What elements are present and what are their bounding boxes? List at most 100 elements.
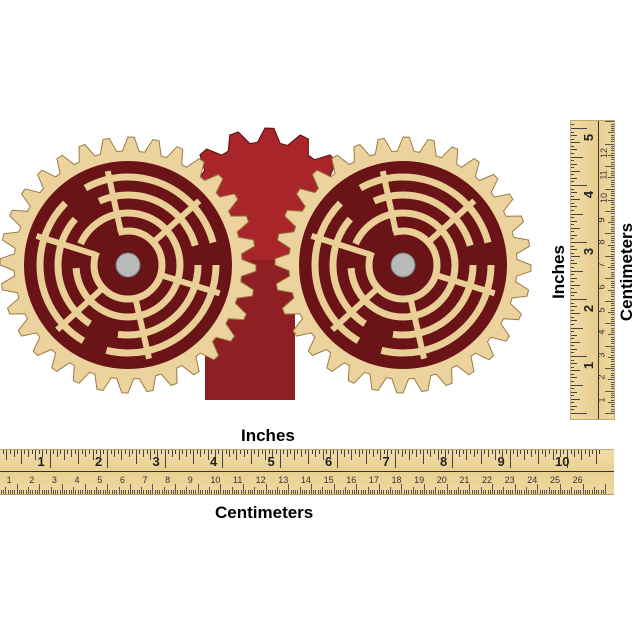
cm-tick [27,487,29,494]
inch-tick [520,450,522,454]
cm-tick [482,490,484,494]
cm-tick [23,490,25,494]
inch-tick [434,450,436,454]
inch-tick [571,177,577,179]
cm-tick [134,490,136,494]
inch-tick [150,450,152,460]
cm-tick [480,487,482,494]
cm-tick [195,490,197,494]
cm-tick [611,141,614,143]
cm-tick [611,343,614,345]
inch-tick [67,450,69,454]
inch-tick [448,450,450,454]
cm-tick [193,490,195,494]
inch-tick [362,450,364,454]
inch-tick [484,450,486,454]
cm-tick [32,490,34,494]
inch-tick [563,450,565,454]
inch-tick [588,450,590,457]
cm-tick [57,490,59,494]
cm-tick [313,490,315,494]
inch-tick [121,450,123,460]
cm-tick [566,490,568,494]
cm-tick [611,139,614,141]
inch-tick [139,450,141,454]
cm-tick [329,490,331,494]
right-disc-center-pin [390,252,416,278]
cm-tick [611,123,614,125]
cm-tick [324,490,326,494]
cm-tick [14,490,16,494]
cm-number: 12 [255,475,266,485]
inch-tick [571,124,574,126]
cm-tick [159,490,161,494]
inch-tick [297,450,299,454]
inch-tick [505,450,507,454]
cm-tick [611,350,614,352]
inch-tick [571,309,574,311]
inch-tick [232,450,234,454]
cm-tick [177,490,179,494]
cm-tick [605,121,614,123]
cm-tick [562,490,564,494]
inch-number: 8 [440,454,448,469]
cm-tick [611,374,614,376]
cm-tick [428,490,430,494]
cm-tick [82,490,84,494]
inch-tick [571,284,580,286]
cm-tick [611,224,614,226]
cm-tick [50,487,52,494]
inch-tick [337,450,338,468]
cm-number: 1 [6,475,12,485]
inch-tick [571,135,577,137]
inch-tick [523,450,525,460]
inch-tick [239,450,241,454]
cm-tick [611,193,614,195]
cm-number: 1 [596,397,607,403]
cm-tick [390,487,392,494]
inch-tick [571,138,574,140]
cm-tick [611,228,614,230]
cm-tick [138,490,140,494]
inch-tick [571,231,574,233]
cm-number: 5 [97,475,103,485]
inch-tick [372,450,374,457]
inch-tick [268,450,270,454]
cm-tick [611,213,614,215]
inch-tick [207,450,209,460]
cm-tick [605,323,614,325]
inch-tick [49,450,51,468]
cm-tick [353,490,355,494]
inch-tick [369,450,371,454]
cm-tick [578,490,580,494]
cm-tick [532,490,534,494]
cm-tick [166,490,168,494]
cm-tick [611,262,614,264]
right-disc-maze-wall [379,170,399,233]
inch-tick [128,450,130,457]
cm-tick [46,490,48,494]
cm-tick [494,490,496,494]
cm-tick [611,125,614,127]
inch-tick [571,331,574,333]
inch-number: 6 [325,454,333,469]
inch-tick [74,450,76,454]
cm-tick [553,490,555,494]
inch-tick [571,398,580,400]
cm-number: 23 [504,475,515,485]
cm-tick [179,490,181,494]
cm-tick [521,490,523,494]
cm-tick [306,490,308,494]
right-disc-maze-ring [365,227,441,303]
inch-tick [38,450,40,454]
inch-tick [584,450,586,454]
cm-tick [464,490,466,494]
cm-tick [611,128,614,129]
cm-number: 8 [165,475,171,485]
cm-tick [611,377,614,379]
cm-tick [240,490,242,494]
cm-tick [362,490,364,494]
cm-tick [209,487,211,494]
cm-tick [204,490,206,494]
